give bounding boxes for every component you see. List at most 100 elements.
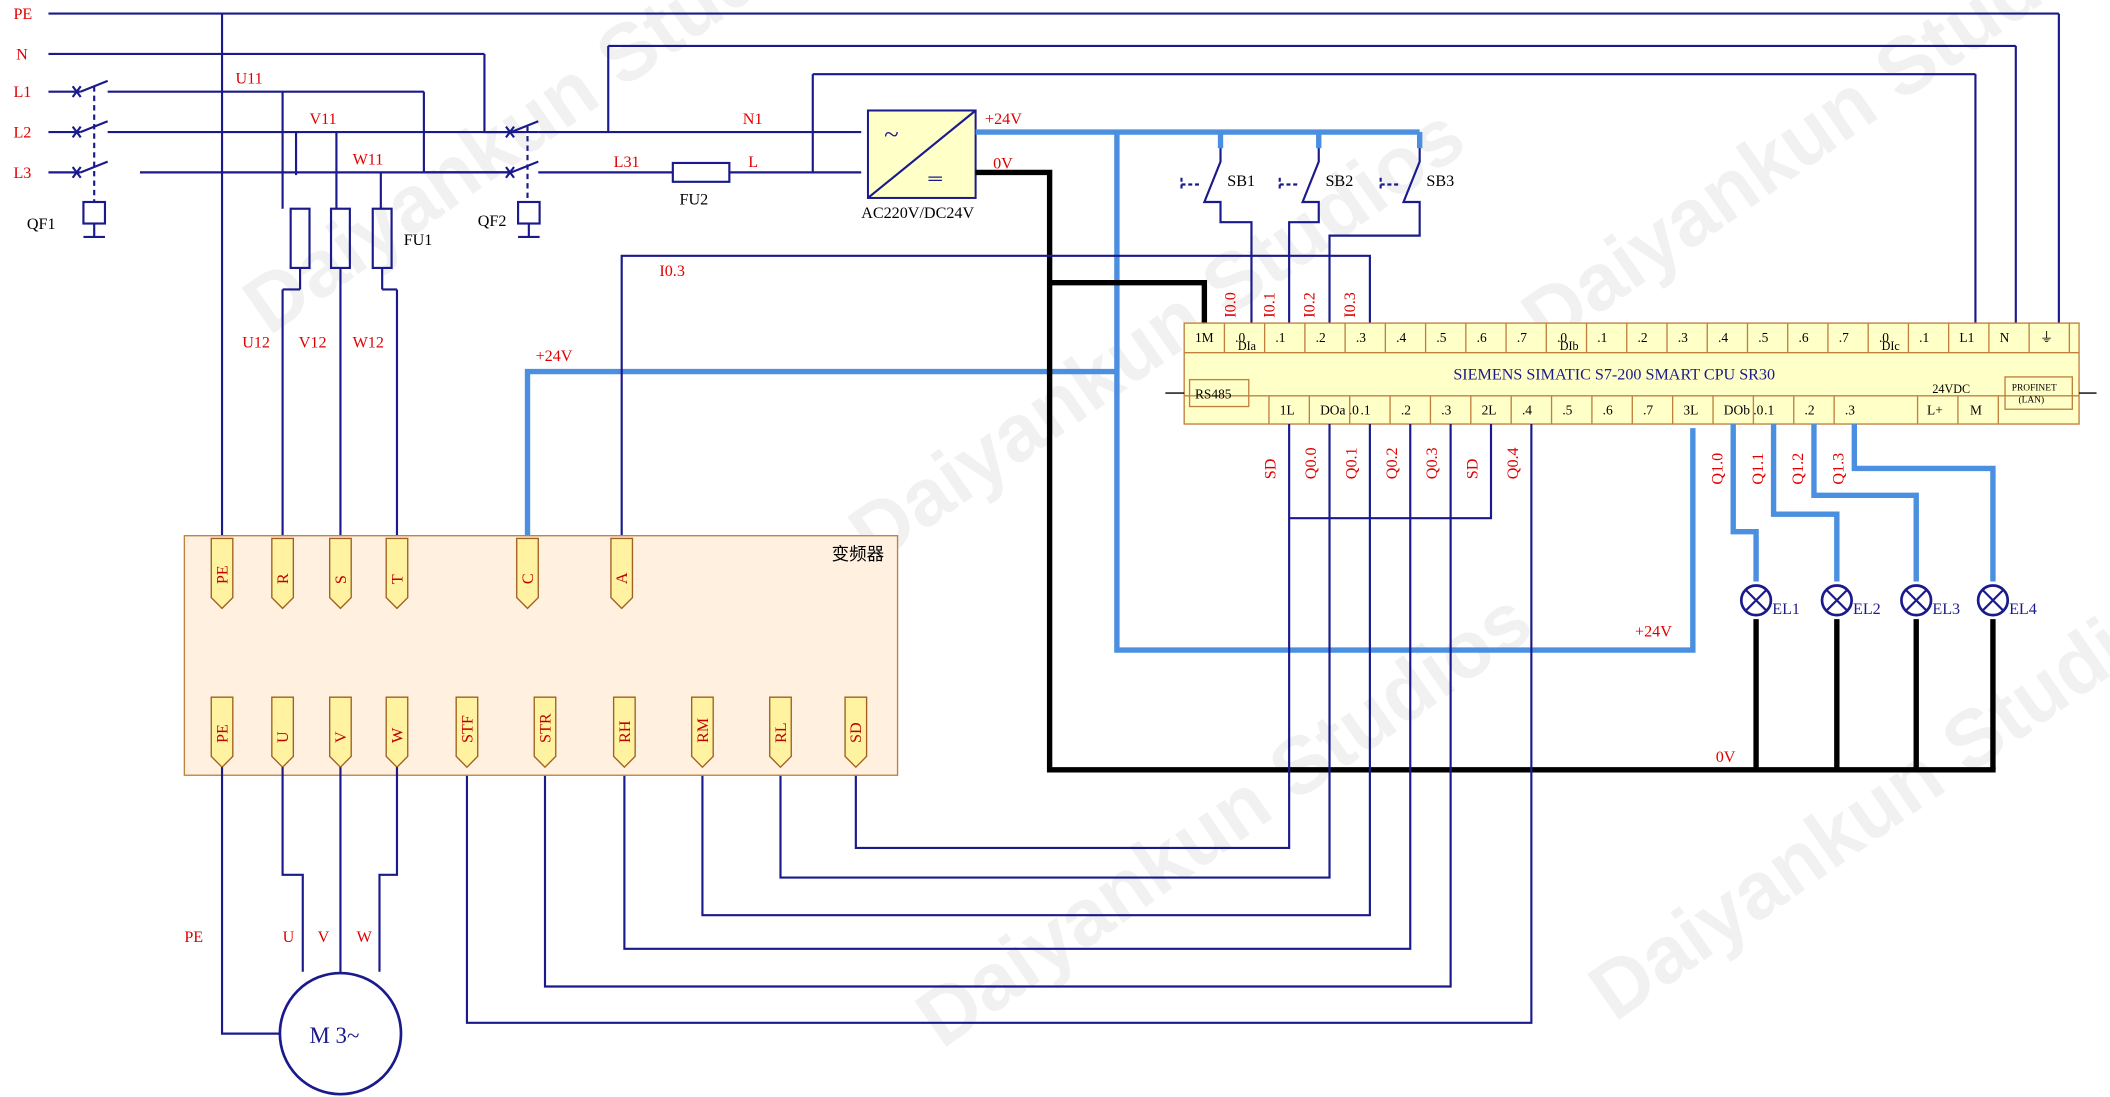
vfd-terminal: V — [329, 696, 352, 769]
plc-output-label: SD — [1465, 459, 1482, 480]
power-supply-unit: ~ ═ — [866, 109, 977, 199]
lamp-el2 — [1820, 584, 1853, 617]
plc-top-terminal: ⏚ — [2040, 330, 2053, 345]
vfd-terminal: SD — [844, 696, 868, 769]
vfd-terminal: RL — [769, 696, 792, 769]
watermark-text-5: Daiyankun Studios — [1573, 547, 2110, 1037]
plc-top-terminal: L1 — [1959, 330, 1974, 345]
bottom-plus24-label: +24V — [1635, 624, 1672, 641]
plc-output-label: SD — [1263, 459, 1280, 480]
lamp-el1-label: EL1 — [1772, 601, 1800, 618]
breaker-qf2 — [484, 120, 862, 239]
plc-top-terminal: .7 — [1517, 330, 1527, 345]
vfd-terminal-label: V — [333, 731, 350, 743]
plc-bottom-terminal: .2 — [1805, 403, 1815, 418]
plc-bottom-terminal: 1L — [1280, 403, 1295, 418]
vfd-terminal-label: STF — [459, 715, 476, 743]
psu-label: AC220V/DC24V — [861, 205, 974, 222]
plc-bottom-terminal: .7 — [1643, 403, 1653, 418]
bottom-0v-label: 0V — [1716, 749, 1736, 766]
vfd-terminal-label: SD — [848, 722, 865, 743]
plc-bottom-terminal: .3 — [1845, 403, 1855, 418]
fu2-label: FU2 — [680, 192, 709, 209]
vfd-terminal: STF — [455, 696, 479, 769]
breaker-qf1 — [71, 79, 109, 239]
plc-bottom-terminal: .6 — [1603, 403, 1613, 418]
plc-output-label: Q0.2 — [1384, 447, 1401, 479]
vfd-terminal: T — [385, 537, 409, 610]
plc-top-terminal: .5 — [1758, 330, 1768, 345]
plc-output-label: Q1.2 — [1790, 453, 1807, 485]
plc-top-terminal: .0 — [1879, 330, 1889, 345]
line-pe-label: PE — [13, 6, 32, 23]
vfd-terminal-label: STR — [537, 713, 554, 743]
plc-top-terminal: .4 — [1396, 330, 1406, 345]
plc-input-label: I0.2 — [1302, 292, 1319, 318]
vfd-terminal-label: A — [614, 572, 631, 584]
node-n1-label: N1 — [743, 111, 763, 128]
qf1-label: QF1 — [27, 216, 56, 233]
plc-input-label: I0.3 — [1342, 292, 1359, 318]
plc-top-terminal: .2 — [1316, 330, 1326, 345]
plc-bottom-terminal: .4 — [1522, 403, 1532, 418]
fuse-fu1 — [281, 207, 399, 539]
vfd-terminal-label: U — [275, 731, 292, 743]
plc-top-terminal: .6 — [1477, 330, 1487, 345]
vfd-terminal: W — [385, 696, 409, 769]
psu-plus24-label: +24V — [985, 111, 1022, 128]
plc-bottom-terminal: DOb .0 — [1724, 403, 1764, 418]
i03-label: I0.3 — [659, 263, 685, 280]
pushbutton-sb3 — [1328, 148, 1421, 324]
plc-bottom-terminal: 2L — [1482, 403, 1497, 418]
plc-bottom-terminal: .1 — [1764, 403, 1774, 418]
vfd-terminal: S — [329, 537, 352, 610]
vfd-plus24-label: +24V — [536, 348, 573, 365]
i03-wire — [620, 254, 1371, 539]
vfd-terminal-label: PE — [214, 724, 231, 743]
plc-output-label: Q0.1 — [1343, 447, 1360, 479]
plc-profinet-line1: PROFINET — [2012, 383, 2057, 393]
plc-bottom-terminal: DOa .0 — [1320, 403, 1359, 418]
fu1-label: FU1 — [404, 232, 433, 249]
plc-top-terminal: .7 — [1839, 330, 1849, 345]
lamp-wires — [1730, 424, 1996, 770]
vfd-terminal: PE — [210, 537, 234, 610]
plc-input-label: I0.1 — [1261, 292, 1278, 318]
node-w11-label: W11 — [353, 151, 384, 168]
motor-w-label: W — [357, 929, 373, 946]
plc-top-terminal: .0 — [1235, 330, 1245, 345]
sb1-label: SB1 — [1227, 173, 1255, 190]
lamp-el3-label: EL3 — [1932, 601, 1960, 618]
plc-top-terminal: N — [2000, 330, 2010, 345]
three-phase-branches — [281, 91, 512, 209]
plc-top-terminal: 1M — [1195, 330, 1214, 345]
vfd-title: 变频器 — [832, 544, 884, 564]
plc-rs485-label: RS485 — [1195, 386, 1232, 401]
plc-24vdc-label: 24VDC — [1932, 382, 1970, 396]
lamp-el3 — [1900, 584, 1933, 617]
plc-top-terminal: .5 — [1436, 330, 1446, 345]
plc-profinet-label: PROFINET(LAN) — [2012, 383, 2057, 405]
watermark-text-3: Daiyankun Studios — [1506, 0, 2110, 365]
vfd-terminal-label: W — [389, 727, 406, 743]
plc-output-label: Q1.1 — [1750, 453, 1767, 485]
power-lines — [48, 12, 2060, 539]
plc-top-terminal-group: DIa — [1238, 339, 1257, 353]
vfd-terminal-label: RH — [617, 720, 634, 743]
pushbutton-sb2 — [1278, 148, 1320, 324]
sb2-label: SB2 — [1325, 173, 1353, 190]
node-u11-label: U11 — [235, 71, 262, 88]
lamp-el4-label: EL4 — [2009, 601, 2037, 618]
node-v12-label: V12 — [299, 334, 327, 351]
plc-profinet-line2: (LAN) — [2018, 394, 2044, 405]
qf2-label: QF2 — [478, 213, 507, 230]
vfd-terminal: RM — [690, 696, 714, 769]
plc-top-terminal: .1 — [1275, 330, 1285, 345]
plc-top-terminal: .4 — [1718, 330, 1728, 345]
vfd-terminal: STR — [533, 696, 557, 769]
plc-m-terminal: M — [1970, 403, 1982, 418]
line-n-label: N — [16, 46, 28, 63]
vfd-terminal: C — [516, 537, 539, 610]
